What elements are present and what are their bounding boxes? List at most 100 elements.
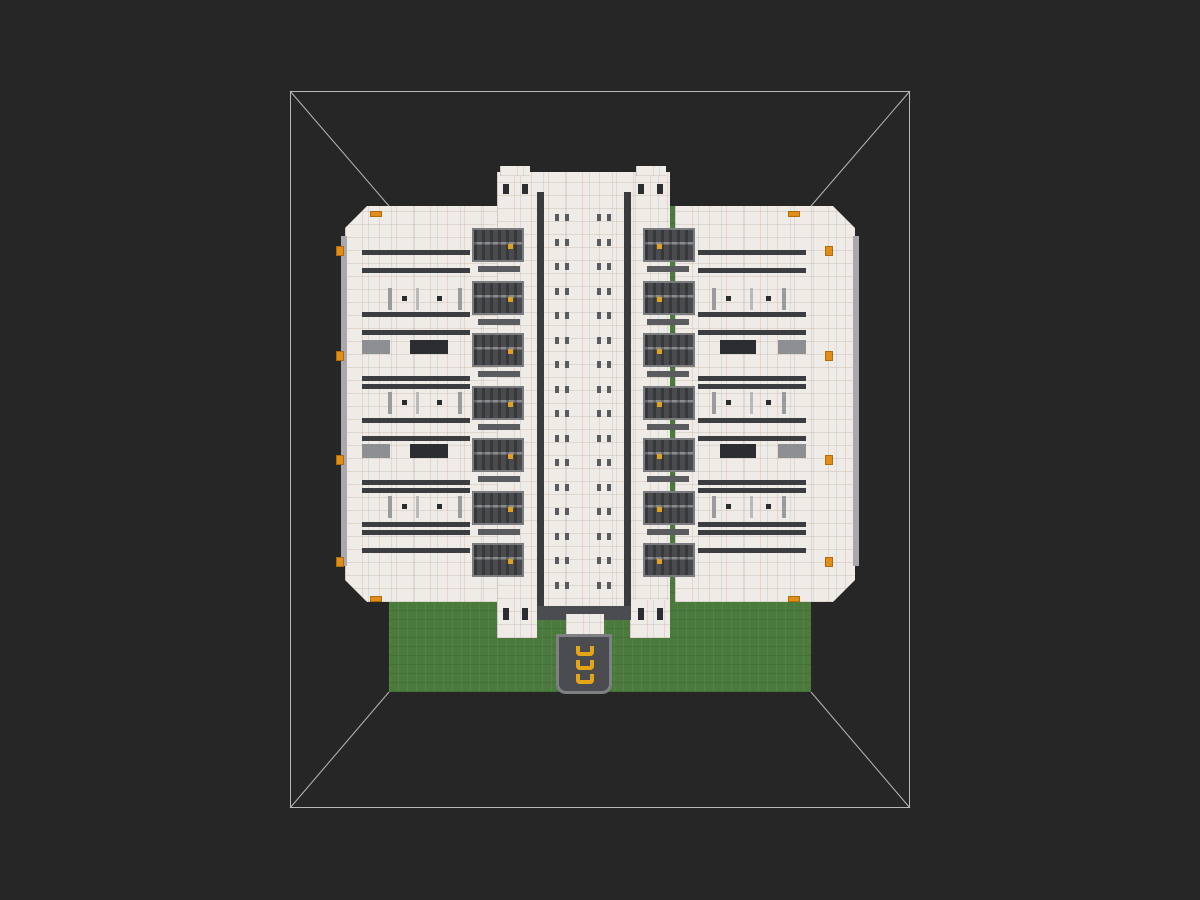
stair-light <box>508 559 513 564</box>
turret-window <box>503 608 509 620</box>
entrance-chevron <box>576 674 594 684</box>
hall-column-right <box>624 192 631 610</box>
wing-bar-right <box>698 330 806 335</box>
bay-marker <box>766 504 771 509</box>
hall-window <box>565 434 569 442</box>
wing-corridor-left <box>362 444 390 458</box>
lamp-left <box>336 557 344 567</box>
wing-bar-left <box>362 436 470 441</box>
stair-module-left <box>472 228 524 262</box>
stair-landing <box>647 423 689 430</box>
bay-marker <box>437 400 442 405</box>
hall-window <box>597 312 601 319</box>
hall-window <box>597 385 601 393</box>
hall-window <box>555 483 559 491</box>
stair-light <box>657 559 662 564</box>
hall-window <box>555 214 559 221</box>
hall-window <box>555 434 559 442</box>
hall-window <box>607 287 611 295</box>
hall-window <box>597 238 601 246</box>
bay-marker <box>402 504 407 509</box>
hall-window <box>565 508 569 515</box>
hall-window <box>607 581 611 589</box>
bay-marker <box>726 504 731 509</box>
wing-bar-right <box>698 436 806 441</box>
entrance-portico <box>537 606 631 620</box>
bay-marker <box>437 296 442 301</box>
hall-window <box>597 434 601 442</box>
central-hall-south-block <box>630 600 670 638</box>
stair-landing <box>478 266 520 272</box>
hall-window <box>565 312 569 319</box>
hall-window <box>607 214 611 221</box>
stair-landing <box>647 528 689 535</box>
stair-module-right <box>643 543 695 577</box>
stair-light <box>508 296 513 302</box>
wing-bar-left <box>362 548 470 553</box>
hall-window <box>565 581 569 589</box>
stair-light <box>508 454 513 459</box>
hall-window <box>565 287 569 295</box>
hall-window <box>555 263 559 270</box>
hall-column-left <box>537 192 544 610</box>
hall-window <box>607 263 611 270</box>
hall-window <box>565 410 569 417</box>
hall-window <box>607 238 611 246</box>
wing-bar-right <box>698 480 806 485</box>
bay-divider <box>750 288 753 310</box>
entrance-stairway[interactable] <box>556 634 612 694</box>
lamp-left <box>336 246 344 256</box>
stair-landing <box>647 371 689 377</box>
stair-module-left <box>472 490 524 525</box>
stair-module-left <box>472 385 524 420</box>
turret-window <box>657 608 663 620</box>
hall-window <box>597 287 601 295</box>
wing-bar-right <box>698 312 806 317</box>
stair-landing <box>478 318 520 325</box>
hall-window <box>597 483 601 491</box>
hall-window <box>555 238 559 246</box>
entrance-chevron <box>576 646 594 656</box>
wing-bar-left <box>362 330 470 335</box>
stair-light <box>508 506 513 512</box>
hall-window <box>597 557 601 564</box>
stair-landing <box>647 318 689 325</box>
wing-bar-left <box>362 480 470 485</box>
hall-window <box>565 483 569 491</box>
hall-window <box>607 385 611 393</box>
wing-bar-right <box>698 522 806 527</box>
lamp-left <box>370 211 382 217</box>
hall-window <box>597 410 601 417</box>
hall-window <box>607 459 611 466</box>
bay-divider <box>416 496 419 518</box>
wing-bay-left <box>388 288 462 310</box>
wing-corridor-right <box>778 444 806 458</box>
hall-window <box>597 263 601 270</box>
hall-window <box>555 557 559 564</box>
stair-landing <box>647 476 689 482</box>
stair-light <box>508 349 513 354</box>
wing-bar-right <box>698 418 806 423</box>
stair-landing <box>478 423 520 430</box>
central-hall[interactable] <box>497 172 670 612</box>
hall-window <box>565 214 569 221</box>
bay-marker <box>766 400 771 405</box>
stair-module-left <box>472 543 524 577</box>
turret-window <box>503 184 509 194</box>
hall-window <box>555 336 559 344</box>
lamp-right <box>788 596 800 602</box>
wing-corridor-right <box>720 340 756 354</box>
wing-bar-right <box>698 384 806 389</box>
wing-bay-left <box>388 392 462 414</box>
entrance-chevron <box>576 660 594 670</box>
turret-window <box>657 184 663 194</box>
hall-window <box>607 312 611 319</box>
hall-window <box>565 336 569 344</box>
lamp-right <box>825 557 833 567</box>
stair-landing <box>647 266 689 272</box>
hall-window <box>555 459 559 466</box>
stair-module-right <box>643 333 695 367</box>
lamp-right <box>825 246 833 256</box>
